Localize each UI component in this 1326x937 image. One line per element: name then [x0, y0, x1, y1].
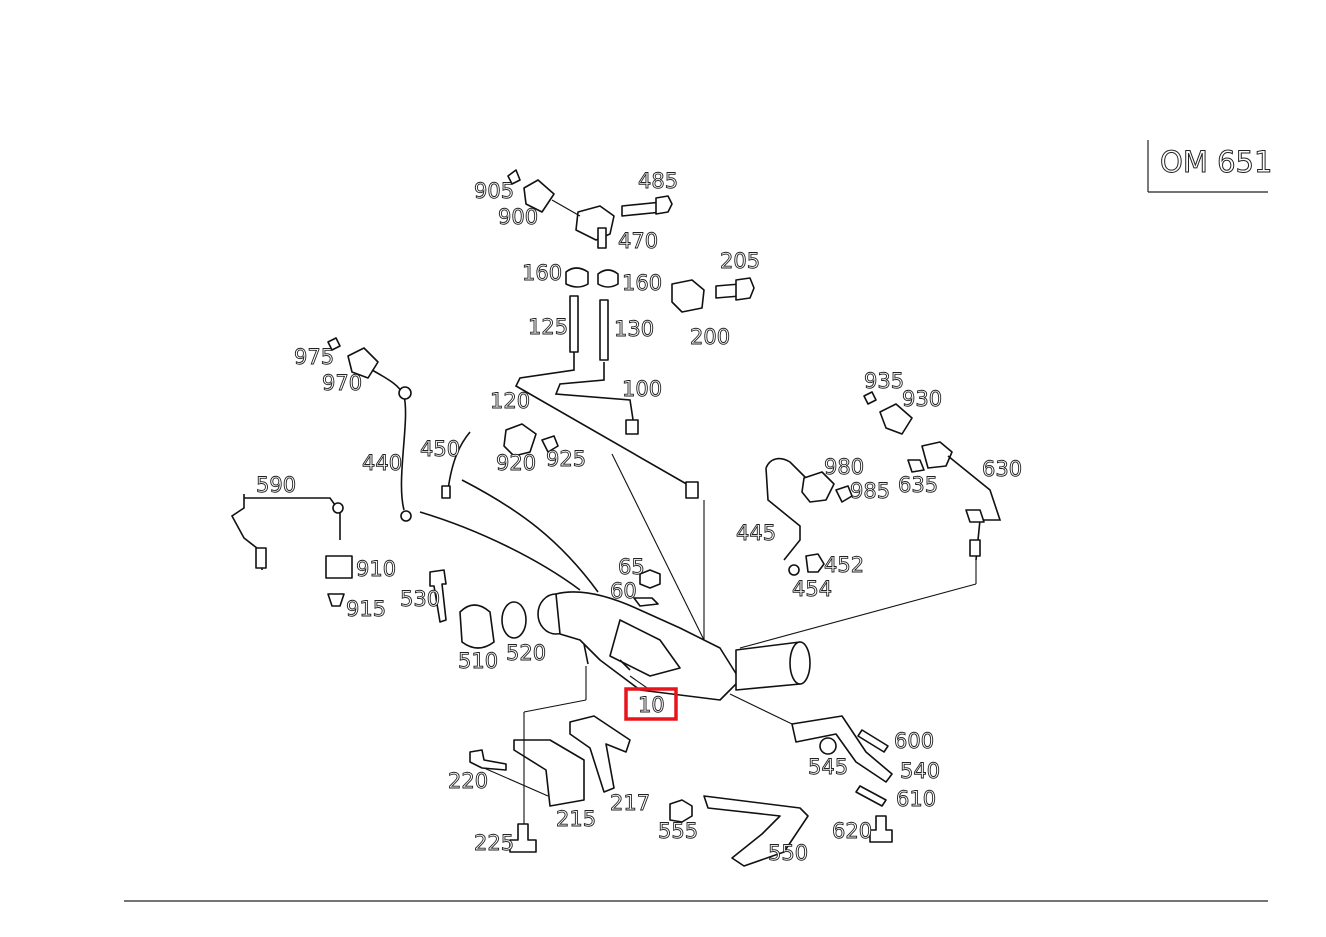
harness-wire-left: [419, 511, 581, 591]
callout-130[interactable]: 130: [614, 317, 655, 342]
callout-590[interactable]: 590: [256, 473, 297, 498]
callout-10[interactable]: 10: [638, 693, 666, 718]
engine-code-box: OM 651: [1147, 140, 1273, 193]
callout-545[interactable]: 545: [808, 755, 849, 780]
callout-635[interactable]: 635: [898, 473, 939, 498]
callout-520[interactable]: 520: [506, 641, 547, 666]
bracket-550[interactable]: [703, 795, 809, 867]
bolt-225[interactable]: [509, 823, 537, 853]
callout-985[interactable]: 985: [850, 479, 891, 504]
callout-610[interactable]: 610: [896, 787, 937, 812]
particulate-filter-assembly[interactable]: [537, 591, 811, 701]
callout-630[interactable]: 630: [982, 457, 1023, 482]
callout-975[interactable]: 975: [294, 345, 335, 370]
callout-450[interactable]: 450: [420, 437, 461, 462]
highlight-box-10: [624, 687, 678, 721]
seal-ring-520[interactable]: [501, 601, 527, 639]
callout-452[interactable]: 452: [824, 553, 865, 578]
callout-100[interactable]: 100: [622, 377, 663, 402]
callout-160-left[interactable]: 160: [522, 261, 563, 286]
nut-65[interactable]: [639, 569, 661, 589]
callout-220[interactable]: 220: [448, 769, 489, 794]
callout-600[interactable]: 600: [894, 729, 935, 754]
callout-470[interactable]: 470: [618, 229, 659, 254]
sensor-450-group[interactable]: [441, 423, 559, 499]
callout-labels: 905 900 485 470 160 160 205 200 125 130 …: [256, 169, 1023, 866]
callout-445[interactable]: 445: [736, 521, 777, 546]
bolt-555[interactable]: [669, 799, 693, 823]
callout-225[interactable]: 225: [474, 831, 515, 856]
pressure-pipe-120[interactable]: [514, 352, 691, 487]
callout-970[interactable]: 970: [322, 371, 363, 396]
pressure-sensor-group[interactable]: [507, 169, 673, 249]
hose-clamp-left[interactable]: [565, 267, 589, 288]
hose-125[interactable]: [569, 295, 579, 353]
bolt-620[interactable]: [869, 815, 893, 843]
harness-wire-mid: [461, 479, 599, 593]
callout-900[interactable]: 900: [498, 205, 539, 230]
callout-125[interactable]: 125: [528, 315, 569, 340]
hose-130[interactable]: [599, 299, 609, 361]
callout-485[interactable]: 485: [638, 169, 679, 194]
leader-lines: [483, 453, 977, 824]
callout-200[interactable]: 200: [690, 325, 731, 350]
callout-530[interactable]: 530: [400, 587, 441, 612]
callout-217[interactable]: 217: [610, 791, 651, 816]
callout-910[interactable]: 910: [356, 557, 397, 582]
callout-980[interactable]: 980: [824, 455, 865, 480]
callout-65[interactable]: 65: [618, 555, 646, 580]
callout-550[interactable]: 550: [768, 841, 809, 866]
callout-160-right[interactable]: 160: [622, 271, 663, 296]
callout-60[interactable]: 60: [610, 579, 638, 604]
callout-120[interactable]: 120: [490, 389, 531, 414]
sensor-445-group[interactable]: [765, 457, 853, 576]
gasket-60[interactable]: [633, 597, 659, 607]
bracket-200[interactable]: [671, 277, 755, 313]
callout-935[interactable]: 935: [864, 369, 905, 394]
callout-920[interactable]: 920: [496, 451, 537, 476]
callout-915[interactable]: 915: [346, 597, 387, 622]
callout-930[interactable]: 930: [902, 387, 943, 412]
callout-925[interactable]: 925: [546, 447, 587, 472]
callout-454[interactable]: 454: [792, 577, 833, 602]
callout-555[interactable]: 555: [658, 819, 699, 844]
callout-540[interactable]: 540: [900, 759, 941, 784]
callout-620[interactable]: 620: [832, 819, 873, 844]
callout-510[interactable]: 510: [458, 649, 499, 674]
hose-clamp-right[interactable]: [597, 269, 619, 288]
clamp-510[interactable]: [459, 604, 495, 649]
engine-code-label: OM 651: [1160, 145, 1272, 179]
bolt-530[interactable]: [429, 569, 447, 623]
temp-sensor-440-group[interactable]: [327, 337, 412, 522]
callout-205[interactable]: 205: [720, 249, 761, 274]
callout-440[interactable]: 440: [362, 451, 403, 476]
callout-215[interactable]: 215: [556, 807, 597, 832]
bracket-215[interactable]: [469, 739, 585, 807]
pressure-pipe-100[interactable]: [554, 362, 635, 427]
callout-905[interactable]: 905: [474, 179, 515, 204]
sensor-590-group[interactable]: [230, 494, 353, 607]
sensor-630-group[interactable]: [863, 391, 1002, 561]
bracket-217[interactable]: [569, 715, 631, 793]
bracket-540[interactable]: [791, 715, 893, 807]
